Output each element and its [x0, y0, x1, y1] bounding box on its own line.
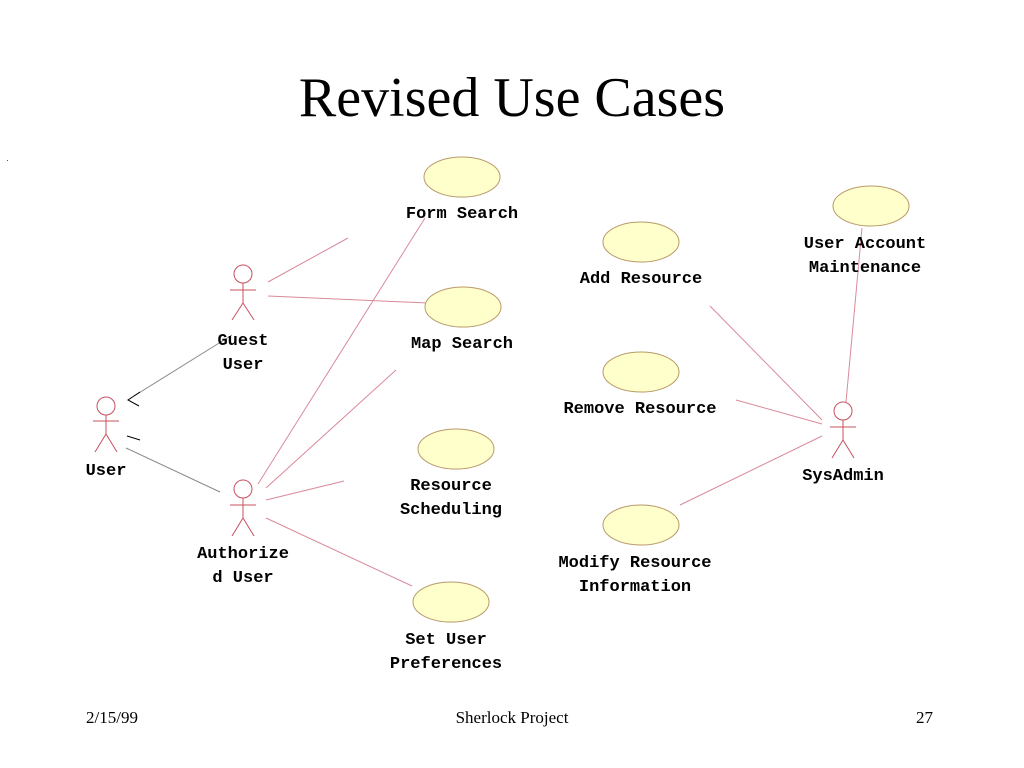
use-case-ellipses [412, 156, 910, 623]
actor-authorized-user [230, 479, 256, 537]
authorized-user-label: Authorize d User [197, 545, 289, 588]
association-lines [257, 217, 863, 587]
assoc-auth-map-search [265, 369, 397, 489]
generalization-guest-user [133, 334, 233, 397]
remove-resource-label: Remove Resource [563, 400, 717, 419]
slide-title: Revised Use Cases [298, 67, 726, 129]
map-search-ellipse [424, 286, 502, 328]
modify-resource-ellipse [602, 504, 680, 546]
generalization-arrowheads [126, 391, 141, 441]
footer-page-number: 27 [916, 708, 933, 727]
footer-date: 2/15/99 [86, 708, 138, 727]
add-resource-ellipse [602, 221, 680, 263]
generalization-lines [125, 334, 233, 493]
generalization-authorized-user [125, 447, 221, 493]
actor-guest-user [230, 264, 256, 321]
stray-dot [7, 160, 8, 161]
set-user-preferences-ellipse [412, 581, 490, 623]
form-search-ellipse [423, 156, 501, 198]
user-label: User [85, 462, 127, 481]
footer-project: Sherlock Project [455, 708, 569, 727]
remove-resource-ellipse [602, 351, 680, 393]
assoc-sysadmin-modify-resource [679, 435, 823, 506]
assoc-guest-map-search [267, 295, 429, 304]
arrowhead-authorized [126, 435, 141, 441]
actor-sysadmin [830, 401, 856, 459]
set-user-preferences-label: Set User Preferences [389, 631, 503, 674]
add-resource-label: Add Resource [579, 270, 703, 289]
guest-user-label: Guest User [217, 332, 269, 375]
assoc-guest-form-search [267, 237, 349, 283]
assoc-sysadmin-add-resource [709, 305, 823, 421]
user-account-maintenance-label: User Account Maintenance [803, 235, 927, 278]
assoc-sysadmin-remove-resource [735, 399, 823, 425]
user-account-maintenance-ellipse [832, 185, 910, 227]
form-search-label: Form Search [405, 205, 519, 224]
resource-scheduling-label: Resource Scheduling [399, 477, 503, 520]
actor-user [93, 396, 119, 453]
assoc-auth-form-search [257, 217, 426, 485]
map-search-label: Map Search [410, 335, 514, 354]
resource-scheduling-ellipse [417, 428, 495, 470]
assoc-sysadmin-account-maintenance [845, 227, 863, 403]
assoc-auth-set-preferences [265, 517, 413, 587]
sysadmin-label: SysAdmin [802, 467, 884, 486]
assoc-auth-resource-scheduling [265, 480, 345, 501]
modify-resource-information-label: Modify Resource Information [558, 554, 712, 597]
arrowhead-guest [127, 391, 141, 407]
